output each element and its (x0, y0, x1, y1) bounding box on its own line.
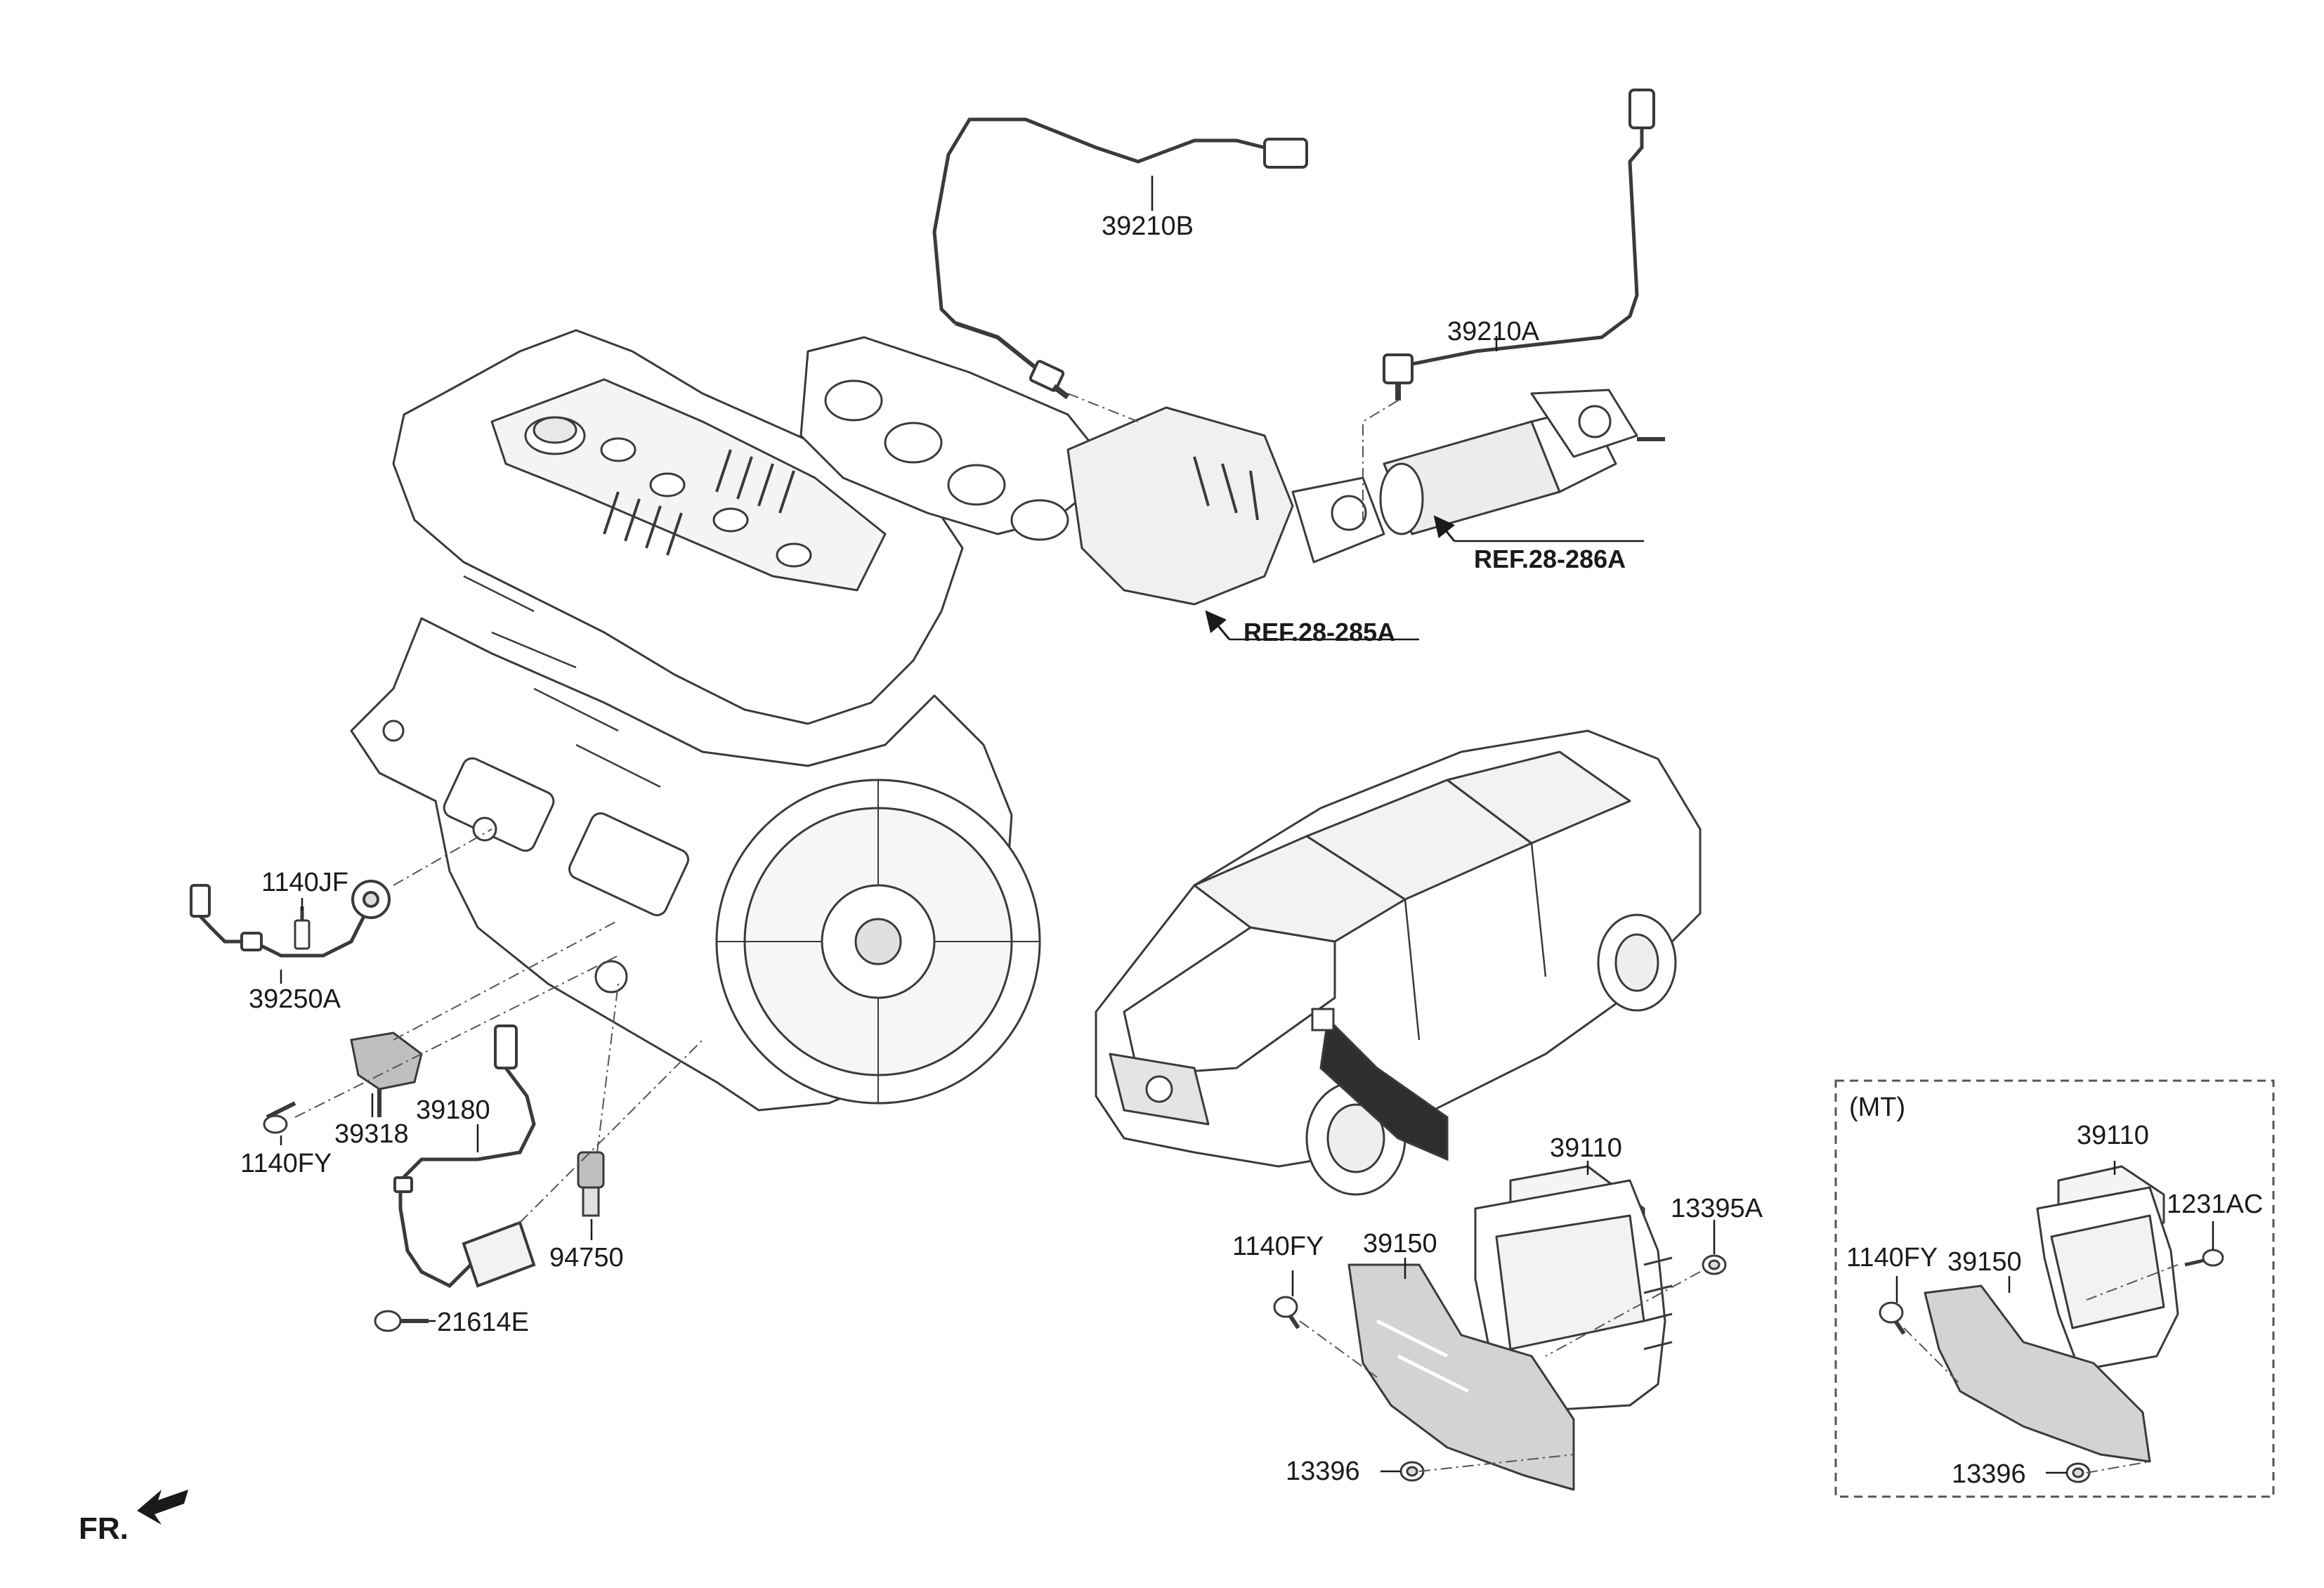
label-39210a: 39210A (1447, 317, 1540, 346)
label-39250a: 39250A (249, 984, 341, 1014)
bolt-1140jf (294, 906, 311, 950)
oxygen-sensor-39210a (1383, 89, 1655, 401)
bolt-1140fy-main (1273, 1296, 1300, 1329)
ecu-location-arrow (1311, 1008, 1449, 1161)
label-13396-main: 13396 (1286, 1457, 1360, 1486)
nut-13396-mt (2065, 1462, 2091, 1483)
camshaft-position-sensor (350, 1031, 423, 1117)
ecu-assembly-mt (2036, 1165, 2179, 1372)
assembly-center-lines (294, 393, 2179, 1473)
label-1140fy-mt: 1140FY (1846, 1243, 1938, 1273)
ref-28-285a: REF.28-285A (1243, 618, 1396, 646)
crankshaft-position-sensor (393, 1024, 536, 1289)
label-39110-main: 39110 (1550, 1133, 1622, 1163)
leader-lines (280, 176, 2214, 1474)
label-39210b: 39210B (1102, 211, 1194, 241)
mt-variant-box (1834, 1079, 2275, 1498)
oil-pressure-switch (577, 1151, 605, 1217)
label-39150-main: 39150 (1363, 1229, 1437, 1258)
front-label: FR. (79, 1511, 129, 1546)
oxygen-sensor-39210b (932, 117, 1308, 400)
bolt-21614e (374, 1310, 429, 1332)
label-39110-mt: 39110 (2077, 1121, 2149, 1150)
ecu-bracket (1347, 1263, 1575, 1491)
exhaust-manifold (799, 336, 1385, 606)
label-1140fy-main: 1140FY (1232, 1232, 1324, 1261)
ref-28-286a: REF.28-286A (1474, 545, 1626, 573)
front-direction-arrow-icon (137, 1490, 188, 1525)
label-1140fy-left: 1140FY (240, 1149, 332, 1178)
label-94750: 94750 (549, 1243, 624, 1273)
label-21614e: 21614E (437, 1308, 530, 1337)
label-1231ac: 1231AC (2167, 1190, 2264, 1219)
label-39150-mt: 39150 (1947, 1247, 2022, 1277)
sedan-car-icon (1095, 729, 1702, 1196)
reference-arrows (1205, 515, 1456, 640)
label-13396-mt: 13396 (1952, 1459, 2026, 1489)
bolt-1140fy-left (263, 1101, 296, 1134)
catalytic-converter (1379, 389, 1665, 535)
label-13395a: 13395A (1671, 1194, 1763, 1223)
bolt-1140fy-mt (1879, 1301, 1906, 1335)
label-mt: (MT) (1849, 1093, 1906, 1122)
knock-sensor-harness (190, 880, 391, 958)
nut-13395a (1702, 1254, 1727, 1275)
label-39318: 39318 (334, 1119, 409, 1149)
engine-assembly (350, 329, 1041, 1112)
label-39180: 39180 (416, 1095, 490, 1125)
label-1140jf: 1140JF (261, 868, 348, 897)
bolt-1231ac (2184, 1249, 2224, 1267)
